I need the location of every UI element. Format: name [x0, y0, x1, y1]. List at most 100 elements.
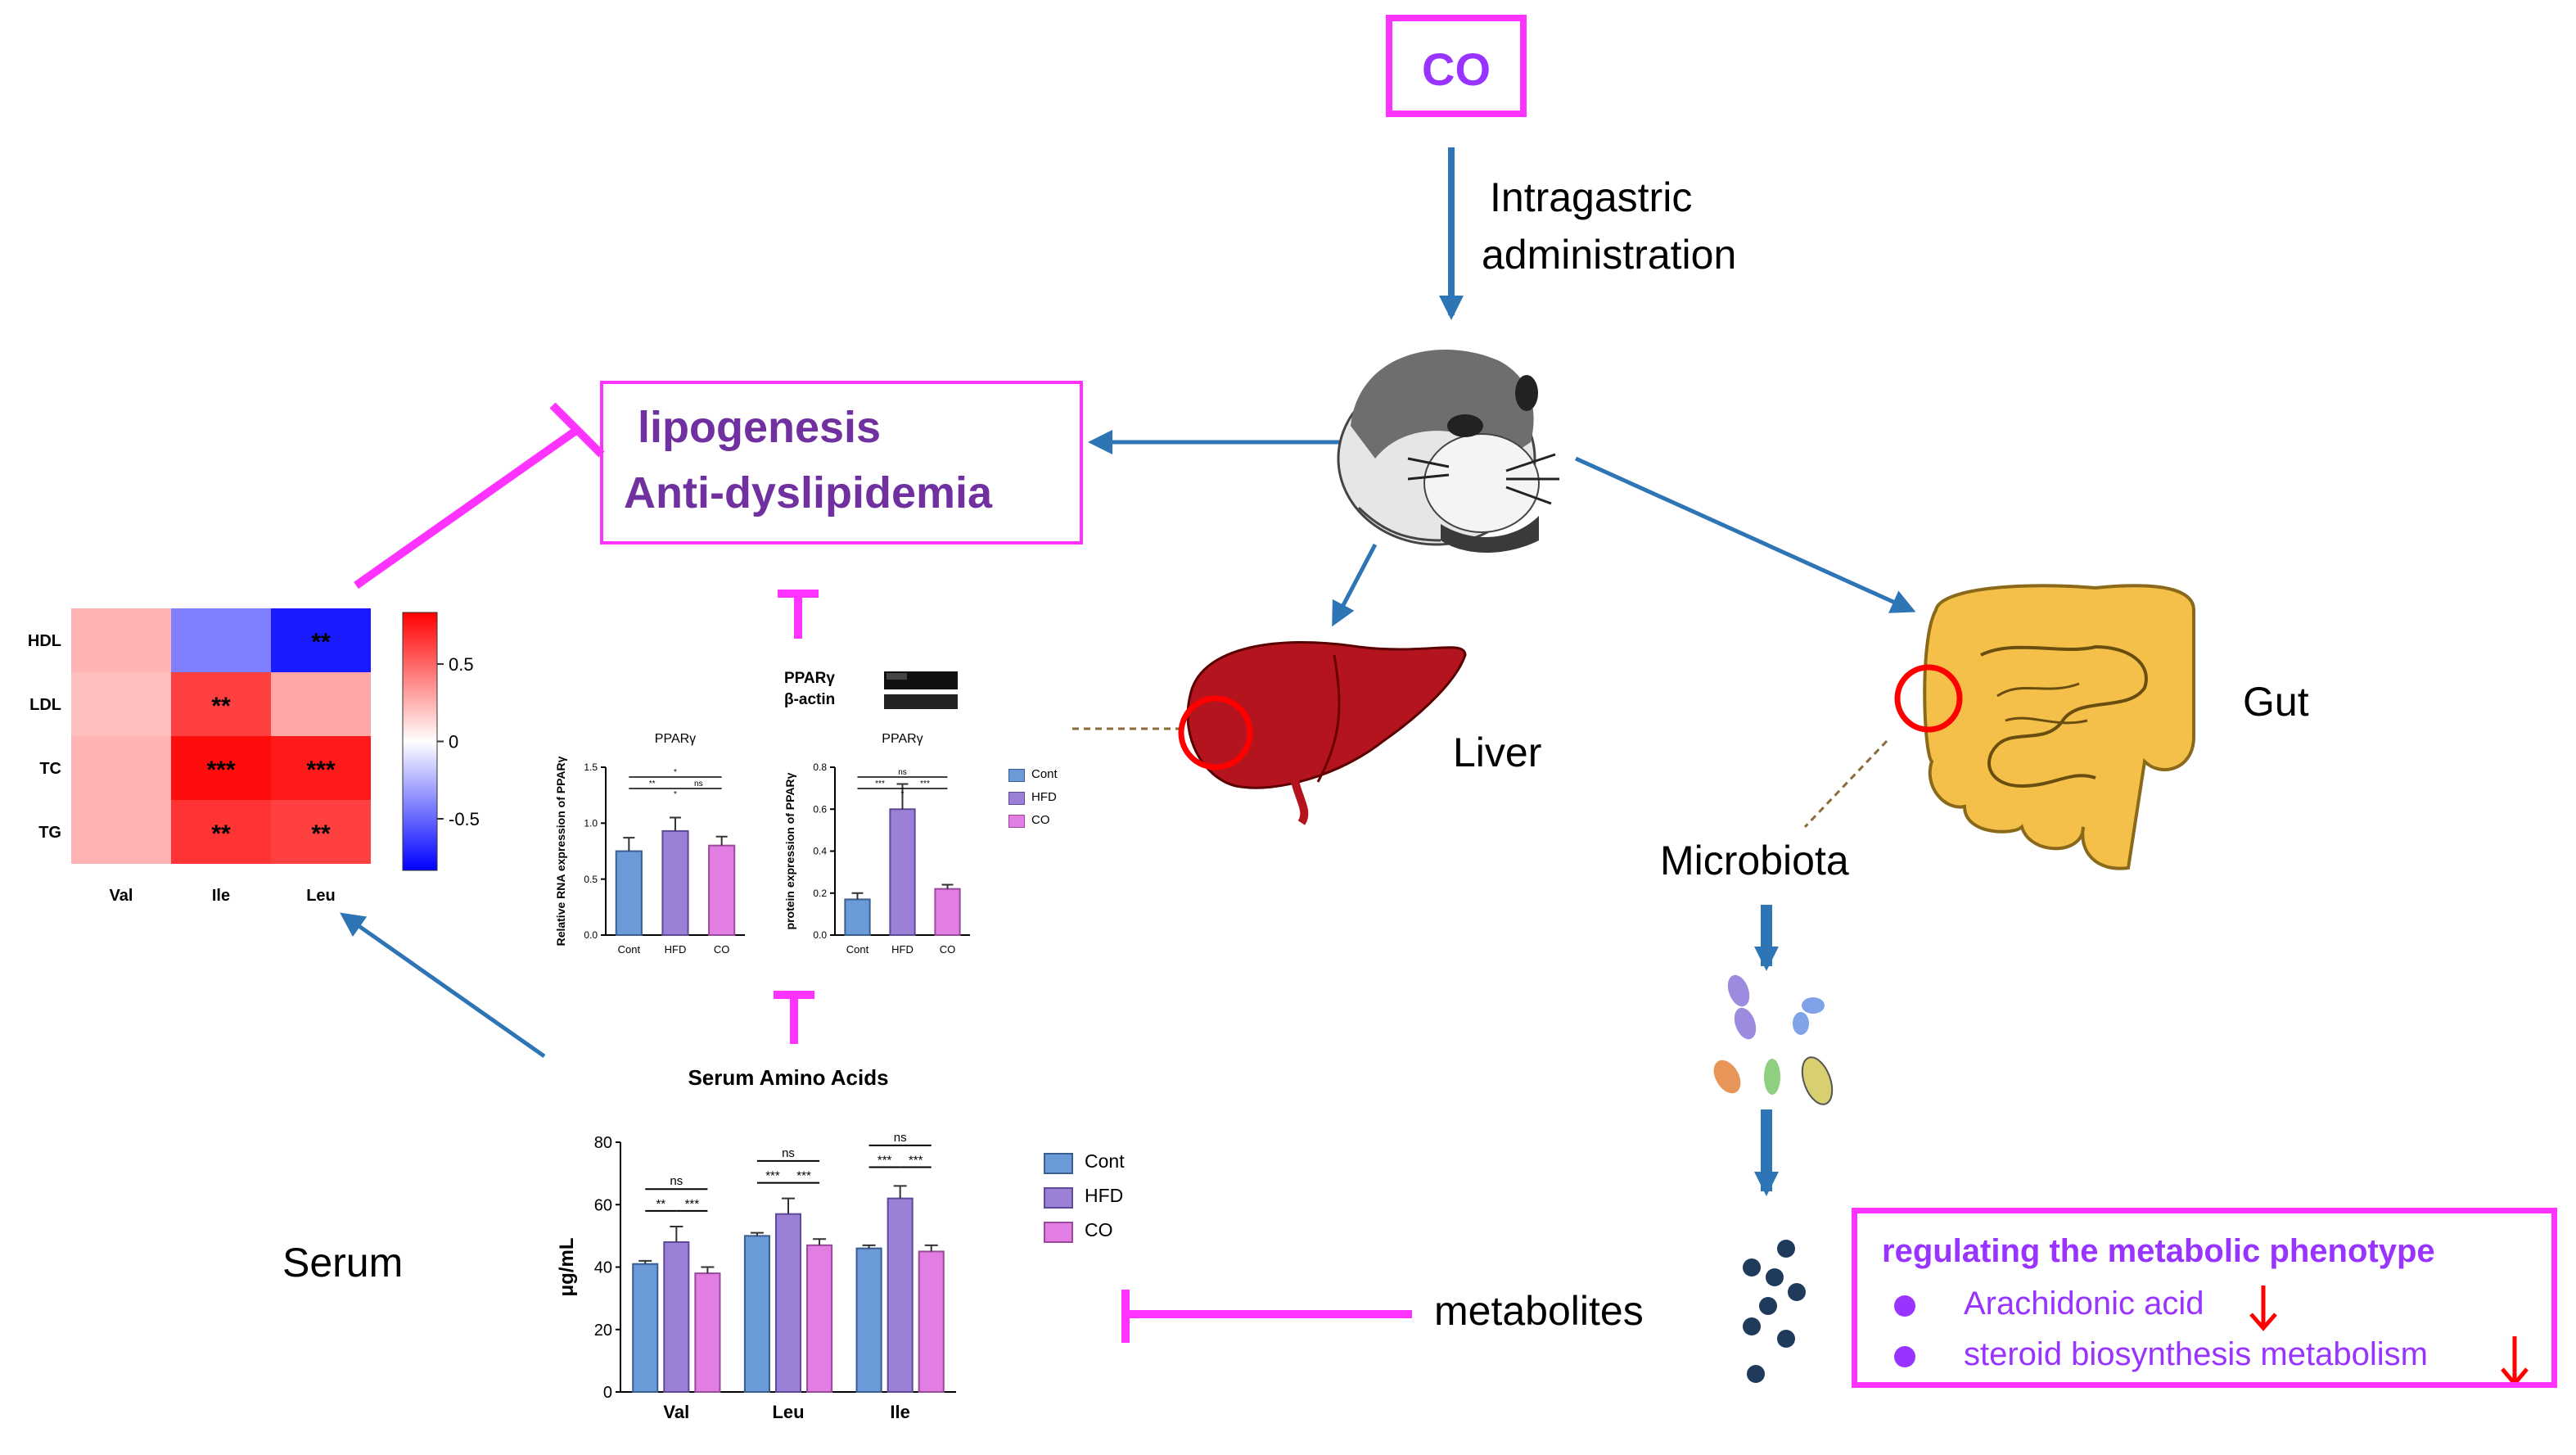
sig-label: *** — [685, 1197, 700, 1211]
colorbar-tick-label: 0.5 — [449, 654, 474, 675]
sig-label: ** — [649, 779, 656, 789]
phenotype-title: regulating the metabolic phenotype — [1882, 1233, 2435, 1269]
western-label-actin: β-actin — [784, 691, 836, 708]
bar — [934, 888, 961, 936]
gut-label: Gut — [2243, 679, 2309, 725]
callout-gut — [1803, 739, 1888, 829]
bar — [743, 1235, 770, 1393]
co-box: CO — [1386, 15, 1527, 117]
legend-swatch — [1044, 1222, 1073, 1243]
phenotype-item: steroid biosynthesis metabolism — [1964, 1336, 2428, 1372]
sig-label: *** — [765, 1169, 780, 1183]
y-tick-label: 0.0 — [584, 929, 598, 941]
heatmap-cell — [271, 672, 371, 736]
sig-label: * — [901, 790, 905, 799]
microbiota-label: Microbiota — [1660, 838, 1849, 883]
effect-line1: lipogenesis — [638, 403, 882, 452]
y-tick-label: 0.5 — [584, 874, 598, 885]
arrow-animal-to-gut — [1574, 456, 1916, 613]
down-arrow-icon — [2249, 1286, 2277, 1331]
heatmap-significance: ** — [211, 693, 231, 720]
bar — [694, 1272, 721, 1393]
heatmap-cell — [71, 736, 171, 800]
arrow-serum-to-heatmap — [340, 912, 546, 1059]
bacteria-icon — [1713, 974, 1834, 1105]
heatmap-significance: ** — [211, 820, 231, 847]
arrow-animal-to-liver — [1332, 543, 1378, 627]
bar — [663, 1241, 690, 1393]
legend-swatch — [1044, 1153, 1073, 1174]
colorbar-tick-label: 0 — [449, 732, 458, 752]
liver-label: Liver — [1453, 730, 1542, 775]
sig-label: * — [674, 768, 677, 777]
x-tick-label: Leu — [772, 1402, 804, 1422]
heatmap-cell — [171, 608, 271, 672]
guinea-pig-icon — [1337, 349, 1559, 553]
heatmap-col-label: Leu — [306, 887, 336, 905]
metabolites-label: metabolites — [1434, 1288, 1644, 1334]
colorbar-tick-label: -0.5 — [449, 809, 480, 829]
heatmap-cell — [271, 800, 371, 864]
x-tick-label: Cont — [618, 943, 641, 956]
sig-label: ns — [898, 768, 907, 777]
y-tick-label: 20 — [594, 1322, 612, 1340]
sig-label: *** — [877, 1154, 892, 1168]
administration-line1: Intragastric — [1490, 174, 1693, 220]
legend-label: HFD — [1085, 1185, 1124, 1206]
western-label-ppar: PPARγ — [784, 670, 835, 687]
co-label: CO — [1422, 43, 1491, 95]
sig-label: * — [674, 790, 677, 799]
bar — [806, 1244, 833, 1393]
bar — [844, 898, 871, 936]
x-tick-label: Cont — [846, 943, 869, 956]
legend-label: Cont — [1085, 1150, 1125, 1172]
western-blot — [884, 671, 958, 709]
bar — [708, 844, 736, 936]
heatmap-row-label: TG — [38, 824, 61, 842]
legend-swatch — [1008, 815, 1025, 828]
intestine-icon — [1894, 584, 2195, 870]
legend-label: HFD — [1031, 790, 1057, 804]
inhibition-icon — [778, 590, 819, 639]
chart-title: Serum Amino Acids — [688, 1065, 888, 1090]
bar — [632, 1263, 659, 1393]
x-tick-label: HFD — [891, 943, 914, 956]
y-tick-label: 0.4 — [813, 846, 827, 857]
bar — [855, 1247, 882, 1393]
liver-icon — [1178, 641, 1467, 825]
chart-title: PPARγ — [882, 732, 923, 746]
bar — [886, 1197, 914, 1393]
heatmap-significance: *** — [306, 757, 335, 784]
sig-label: ns — [782, 1146, 795, 1160]
heatmap-cell — [71, 800, 171, 864]
phenotype-box: regulating the metabolic phenotype Arach… — [1852, 1208, 2557, 1388]
legend-swatch — [1044, 1187, 1073, 1209]
y-axis-label: μg/mL — [556, 1237, 578, 1296]
legend-label: CO — [1085, 1219, 1113, 1240]
heatmap-cell — [171, 736, 271, 800]
bar — [661, 829, 689, 937]
sig-label: *** — [875, 779, 885, 789]
y-tick-label: 60 — [594, 1196, 612, 1214]
legend-label: CO — [1031, 813, 1050, 827]
heatmap-cell — [71, 672, 171, 736]
y-tick-label: 1.5 — [584, 761, 598, 773]
legend-label: Cont — [1031, 767, 1058, 781]
inhibition-icon — [354, 402, 605, 590]
x-tick-label: Val — [663, 1402, 689, 1422]
inhibition-icon — [774, 991, 814, 1044]
heatmap-cell — [271, 608, 371, 672]
y-tick-label: 0.0 — [813, 929, 827, 941]
bar — [889, 808, 916, 936]
legend-swatch — [1008, 769, 1025, 782]
x-tick-label: CO — [714, 943, 730, 956]
y-tick-label: 0.2 — [813, 888, 827, 899]
metabolite-dots-icon — [1743, 1240, 1806, 1383]
heatmap-significance: ** — [311, 820, 331, 847]
y-tick-label: 1.0 — [584, 818, 598, 829]
heatmap-col-label: Val — [110, 887, 133, 905]
sig-label: *** — [920, 779, 930, 789]
